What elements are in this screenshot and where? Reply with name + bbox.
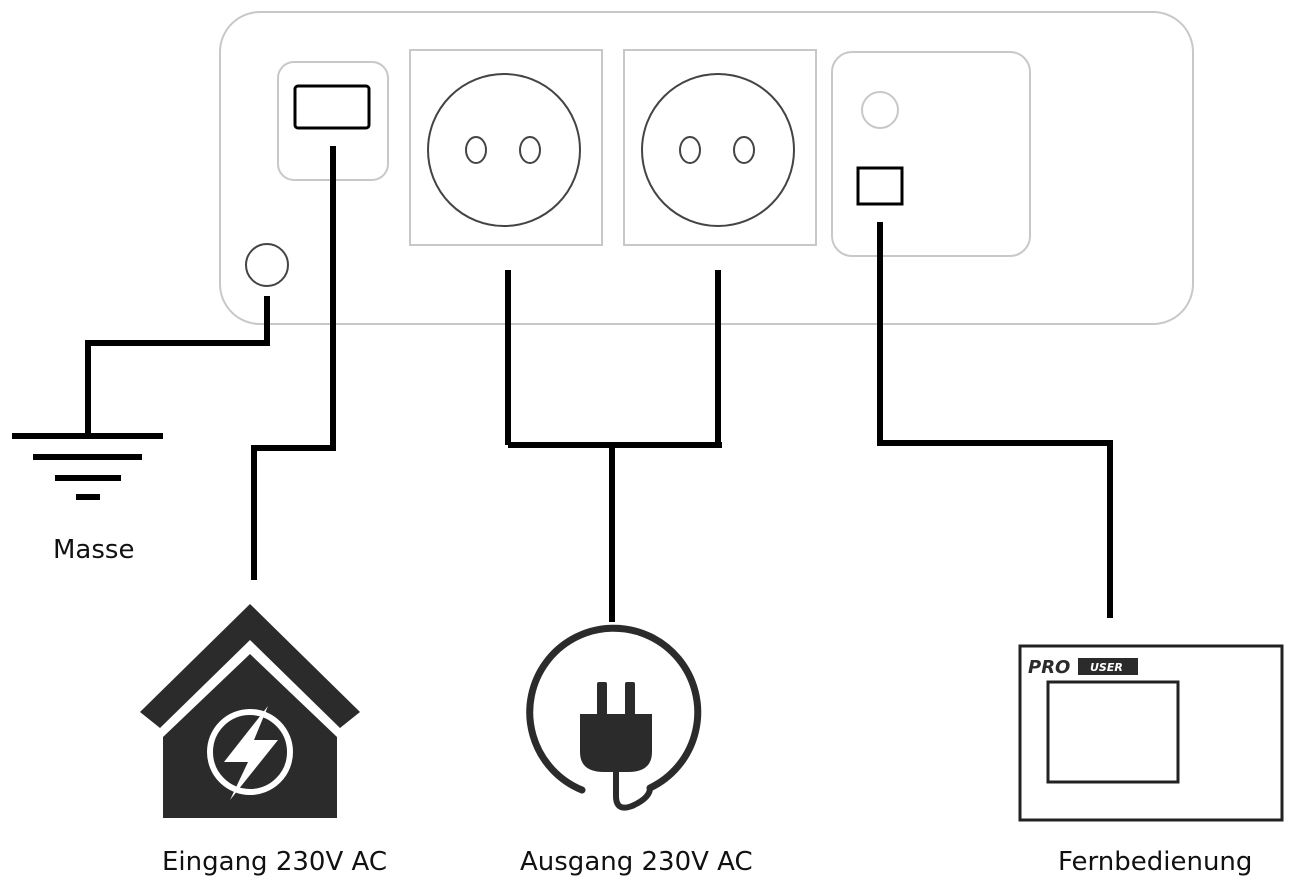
output-socket-1: [409, 49, 603, 246]
house-roof: [140, 604, 360, 728]
ground-symbol-icon: [12, 433, 163, 500]
remote-screen: [1046, 680, 1180, 784]
output-socket-1-face: [427, 73, 581, 227]
remote-port-jack: [856, 166, 904, 206]
power-plug-icon: [526, 624, 702, 811]
plug-prong-right: [625, 682, 635, 716]
remote-wire: [877, 222, 1113, 618]
output-socket-1-pin-right: [519, 136, 541, 164]
remote-outer-frame: [1018, 644, 1284, 822]
output-socket-1-pin-left: [465, 136, 487, 164]
remote-logo-pro: PRO: [1028, 657, 1070, 678]
output-socket-2-frame: [623, 49, 817, 246]
remote-display-icon: PRO USER: [1018, 644, 1284, 822]
house-power-ring: [207, 709, 293, 795]
plug-cord-ring: [526, 624, 702, 794]
output-socket-1-frame: [409, 49, 603, 246]
remote-port-housing: [831, 51, 1031, 257]
plug-prong-left: [597, 682, 607, 716]
ground-wire: [85, 296, 270, 436]
output-socket-2: [623, 49, 817, 246]
label-output: Ausgang 230V AC: [520, 847, 753, 877]
ground-terminal: [245, 243, 289, 287]
plug-body: [580, 714, 652, 772]
remote-port: [831, 51, 1031, 257]
output-socket-2-pin-left: [679, 136, 701, 164]
label-remote: Fernbedienung: [1058, 847, 1252, 877]
remote-port-led: [861, 91, 899, 129]
label-input: Eingang 230V AC: [162, 847, 387, 877]
output-socket-2-face: [641, 73, 795, 227]
device-rear-panel: [219, 11, 1194, 325]
wires: [85, 146, 1113, 622]
remote-logo-user: USER: [1090, 661, 1123, 674]
plug-cord: [613, 769, 653, 811]
remote-logo-badge: [1078, 658, 1138, 675]
output-socket-2-pin-right: [733, 136, 755, 164]
input-connector-socket: [293, 84, 371, 130]
label-ground: Masse: [53, 535, 134, 565]
lightning-bolt: [224, 706, 278, 800]
house-lightning-icon: [140, 604, 360, 818]
input-wire: [251, 146, 336, 580]
